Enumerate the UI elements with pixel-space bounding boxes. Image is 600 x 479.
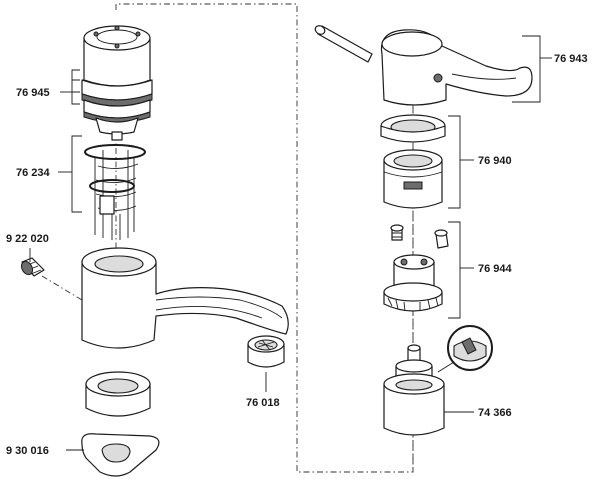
label-76018: 76 018 <box>246 397 280 409</box>
inner-cartridge-76944 <box>383 224 449 312</box>
lever-handle-76943 <box>314 25 533 106</box>
base-plate-930016 <box>81 433 160 477</box>
ring-nut-76940 <box>380 114 446 209</box>
detail-callout <box>437 325 493 373</box>
cartridge-76945 <box>81 25 153 141</box>
aerator-76018 <box>247 335 285 368</box>
label-930016: 9 30 016 <box>6 445 49 457</box>
spindle-74366 <box>383 344 445 436</box>
label-76943: 76 943 <box>554 53 588 65</box>
label-74366: 74 366 <box>478 407 512 419</box>
label-76234: 76 234 <box>16 167 51 179</box>
label-76940: 76 940 <box>478 155 512 167</box>
spring-set-76234 <box>84 144 146 240</box>
base-ring <box>85 371 151 417</box>
label-76944: 76 944 <box>478 263 513 275</box>
mixer-body <box>81 247 289 349</box>
label-922020: 9 22 020 <box>6 233 49 245</box>
screw-922020 <box>20 257 45 277</box>
label-76945: 76 945 <box>16 87 50 99</box>
leader-lines <box>29 35 552 451</box>
